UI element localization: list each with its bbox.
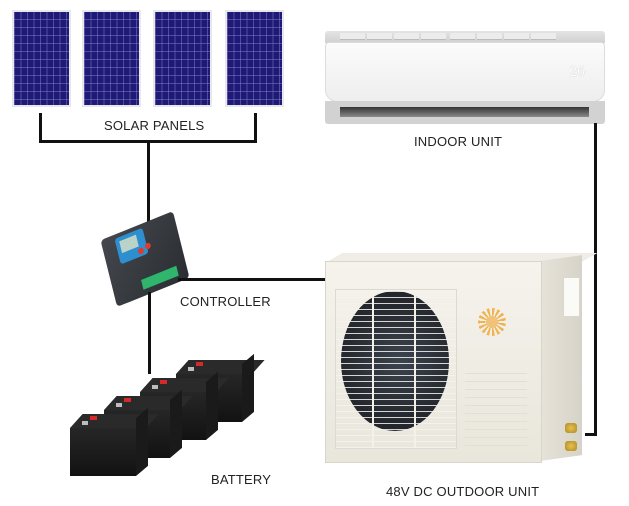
outdoor-unit bbox=[325, 253, 598, 475]
label-outdoor-unit: 48V DC OUTDOOR UNIT bbox=[386, 484, 540, 499]
service-valve-upper bbox=[565, 423, 577, 433]
solar-panel-3 bbox=[153, 10, 212, 107]
wire-indoor-to-outdoor-horizontal bbox=[585, 433, 597, 436]
label-solar-panels: SOLAR PANELS bbox=[104, 118, 205, 133]
solar-panel-1 bbox=[12, 10, 71, 107]
battery-1 bbox=[70, 407, 159, 476]
wire-solar-right bbox=[254, 113, 257, 143]
label-battery: BATTERY bbox=[211, 472, 272, 487]
label-controller: CONTROLLER bbox=[180, 294, 271, 309]
sun-logo-icon bbox=[478, 308, 506, 336]
outdoor-louver bbox=[465, 371, 527, 446]
indoor-vent bbox=[340, 107, 589, 117]
wire-solar-left bbox=[39, 113, 42, 143]
wire-controller-to-outdoor bbox=[178, 278, 326, 281]
indoor-temp-display: 26 bbox=[569, 65, 585, 80]
label-indoor-unit: INDOOR UNIT bbox=[414, 134, 503, 149]
charge-controller bbox=[100, 211, 190, 307]
service-valve-lower bbox=[565, 441, 577, 451]
wire-controller-to-battery bbox=[148, 292, 151, 374]
solar-panel-2 bbox=[82, 10, 141, 107]
solar-panel-4 bbox=[225, 10, 284, 107]
outdoor-fan-grill bbox=[335, 289, 457, 449]
wire-indoor-to-outdoor-vertical bbox=[594, 123, 597, 436]
indoor-unit: 26 bbox=[325, 31, 605, 124]
outdoor-terminal-cover bbox=[563, 277, 580, 317]
wire-solar-to-controller bbox=[147, 140, 150, 230]
